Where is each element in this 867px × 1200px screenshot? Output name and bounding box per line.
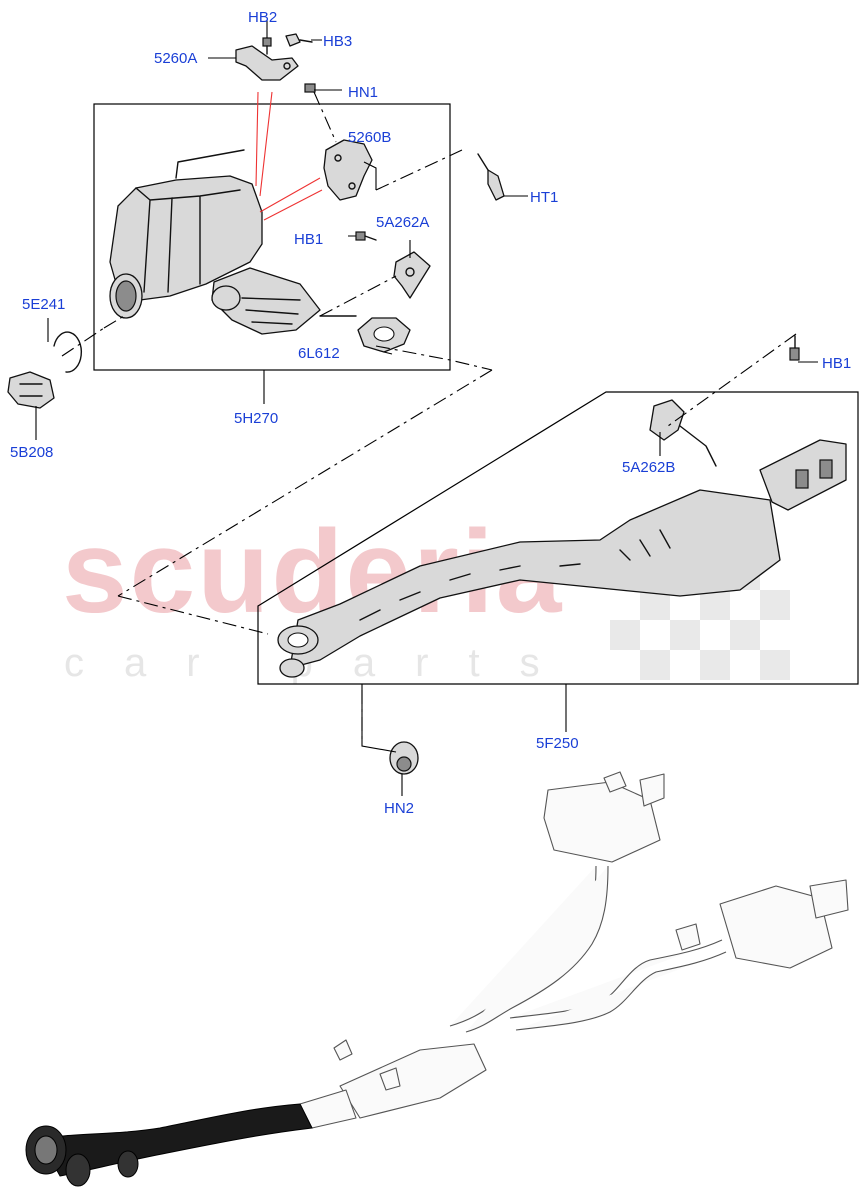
label-5a262b: 5A262B <box>622 459 675 476</box>
label-hb1-lower: HB1 <box>822 355 851 372</box>
particulate-filter-5h270 <box>109 149 357 335</box>
labels: HB2 HB3 5260A HN1 5260B HT1 HB1 5A262A 5… <box>10 9 851 817</box>
bolt-hb2 <box>262 37 272 55</box>
bracket-5260a <box>235 45 299 81</box>
group-box-5f250 <box>257 391 859 685</box>
bolt-hb1-upper <box>355 231 377 241</box>
label-5h270: 5H270 <box>234 410 278 427</box>
sensor-5a262a <box>393 251 431 299</box>
leaders-lower <box>361 333 818 796</box>
red-leaders <box>255 91 323 221</box>
group-box-5h270 <box>93 103 451 371</box>
sensor-5a262b <box>649 399 717 467</box>
label-6l612: 6L612 <box>298 345 340 362</box>
label-hn1: HN1 <box>348 84 378 101</box>
bolt-ht1 <box>477 153 505 201</box>
exhaust-system-overview <box>25 771 849 1187</box>
bolt-hb1-lower <box>789 335 800 361</box>
catalyst-5f250 <box>277 439 847 678</box>
label-hb3: HB3 <box>323 33 352 50</box>
clamp-5b208 <box>7 371 55 409</box>
nut-hn2 <box>389 741 419 775</box>
label-hb1-upper: HB1 <box>294 231 323 248</box>
bolt-hb3 <box>285 33 313 47</box>
label-hb2: HB2 <box>248 9 277 26</box>
label-5b208: 5B208 <box>10 444 53 461</box>
gasket-6l612 <box>357 317 411 353</box>
label-5a262a: 5A262A <box>376 214 429 231</box>
label-ht1: HT1 <box>530 189 558 206</box>
leaders-upper <box>35 20 528 635</box>
label-5e241: 5E241 <box>22 296 65 313</box>
label-5260a: 5260A <box>154 50 197 67</box>
label-hn2: HN2 <box>384 800 414 817</box>
nut-hn1 <box>304 83 316 93</box>
label-5260b: 5260B <box>348 129 391 146</box>
label-5f250: 5F250 <box>536 735 579 752</box>
ring-5e241 <box>53 331 83 373</box>
heat-shield-5260b <box>323 139 373 201</box>
